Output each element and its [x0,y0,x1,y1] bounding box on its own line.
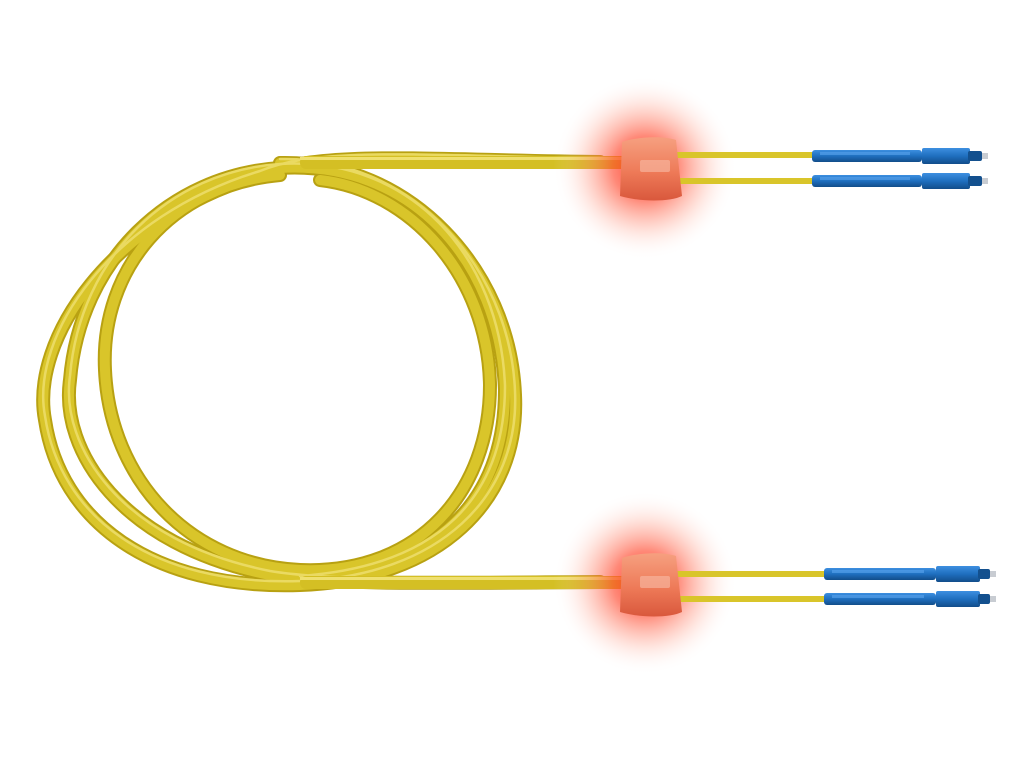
lc-connector-top-1 [812,148,988,164]
splitter-boot-top [620,137,682,201]
cable-run-top [300,156,630,169]
duplex-legs-top [660,152,820,184]
lc-connector-top-2 [812,173,988,189]
lc-connector-bottom-1 [824,566,996,582]
duplex-legs-bottom [660,571,830,602]
lc-connector-bottom-2 [824,591,996,607]
cable-run-bottom [300,576,630,589]
splitter-boot-bottom [620,553,682,617]
cable-coil [36,151,607,593]
